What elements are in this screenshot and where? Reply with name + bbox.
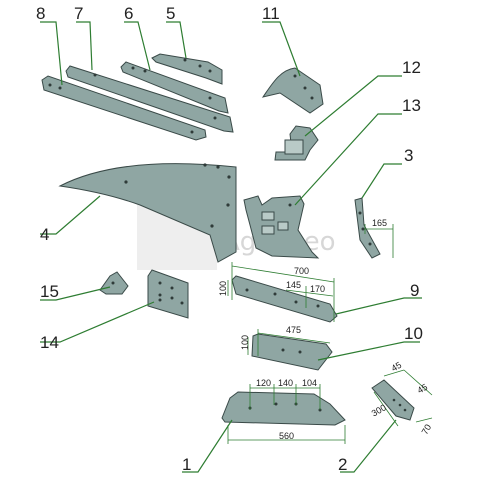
label-12: 12 (402, 58, 421, 77)
part-1 (221, 391, 346, 426)
label-15: 15 (40, 282, 59, 301)
label-8: 8 (36, 4, 45, 23)
part-numbers: 8 7 6 5 11 12 13 3 4 15 14 9 10 1 2 (36, 4, 423, 474)
label-6: 6 (124, 4, 133, 23)
dim-475: 475 (286, 325, 301, 335)
part-15 (99, 271, 129, 295)
dim-45-a: 45 (390, 360, 404, 374)
part-9 (231, 275, 338, 323)
part-8 (41, 75, 207, 141)
dim-165: 165 (372, 218, 387, 228)
dim-560: 560 (279, 431, 294, 441)
part-10 (251, 333, 333, 371)
dim-700: 700 (294, 266, 309, 276)
label-13: 13 (402, 96, 421, 115)
label-14: 14 (40, 333, 59, 352)
dim-145: 145 (286, 280, 301, 290)
part-4 (58, 163, 237, 263)
label-7: 7 (74, 4, 83, 23)
label-11: 11 (262, 4, 280, 23)
dim-300: 300 (370, 402, 388, 418)
dimension-texts: 165 700 145 170 100 475 100 120 140 104 … (218, 218, 433, 441)
label-5: 5 (166, 4, 175, 23)
label-10: 10 (404, 324, 423, 343)
leader-lines (40, 21, 422, 473)
dim-70: 70 (420, 423, 434, 437)
dim-104: 104 (302, 378, 317, 388)
part-2 (371, 379, 415, 421)
part-5 (151, 53, 223, 85)
label-3: 3 (404, 146, 413, 165)
dim-140: 140 (278, 378, 293, 388)
label-9: 9 (410, 281, 419, 300)
dim-120: 120 (256, 378, 271, 388)
dim-100-part9: 100 (218, 281, 228, 296)
dimension-lines (227, 224, 433, 444)
dim-170: 170 (310, 284, 325, 294)
part-11 (261, 67, 324, 114)
dim-100-part10: 100 (240, 335, 250, 350)
part-3 (354, 197, 381, 259)
dim-45-b: 45 (416, 382, 430, 396)
label-1: 1 (182, 455, 191, 474)
part-6 (120, 61, 229, 114)
part-7 (65, 65, 234, 133)
part-14 (147, 269, 189, 319)
label-2: 2 (338, 455, 347, 474)
part-13 (243, 195, 320, 259)
label-4: 4 (40, 225, 49, 244)
